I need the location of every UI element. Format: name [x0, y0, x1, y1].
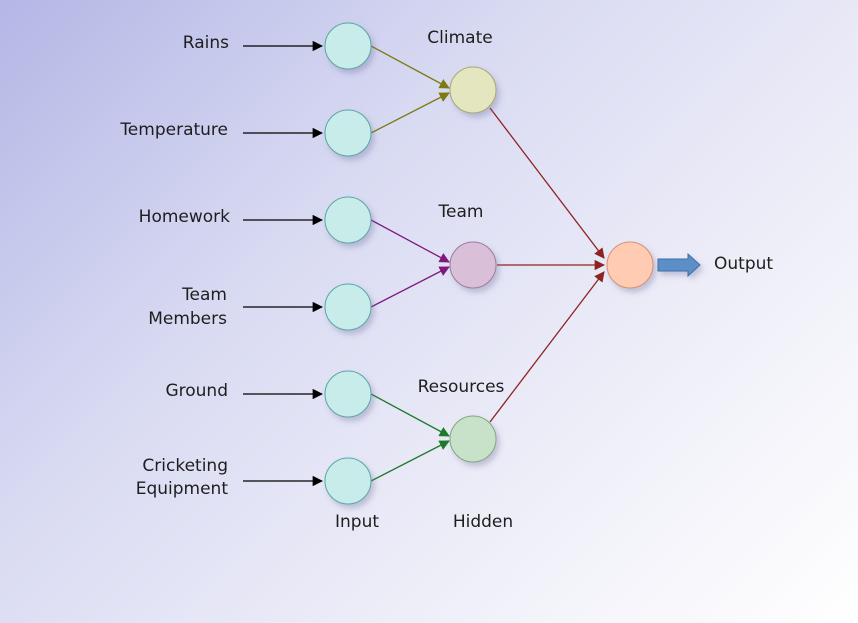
input-node-temperature [324, 109, 372, 157]
rains-climate-edge [370, 45, 450, 89]
hidden-layer [449, 66, 497, 463]
hidden-label-resources: Resources [418, 377, 505, 397]
temperature-climate-edge [370, 92, 450, 134]
input-label-cricketing-equipment-line1: Cricketing [142, 456, 228, 476]
input-label-temperature: Temperature [119, 120, 228, 140]
input-node-team-members [324, 283, 372, 331]
input-node-rains [324, 22, 372, 70]
hidden-output-edges [489, 107, 606, 423]
cricketing-equipment-resources-edge [370, 440, 450, 482]
output-label: Output [714, 254, 773, 274]
hidden-label-team: Team [438, 202, 484, 222]
layer-label-input: Input [335, 512, 379, 532]
input-label-team-members-line1: Team [181, 285, 227, 305]
ground-resources-edge [370, 393, 450, 437]
climate-output-edge [489, 107, 605, 259]
input-label-homework: Homework [139, 207, 230, 227]
hidden-node-climate [449, 66, 497, 114]
layer-label-hidden: Hidden [453, 512, 513, 532]
output-arrow [657, 252, 701, 278]
hidden-node-team [449, 241, 497, 289]
input-label-cricketing-equipment-line2: Equipment [136, 479, 229, 499]
output-node [606, 241, 654, 289]
input-layer [324, 22, 372, 505]
input-hidden-edges [370, 45, 450, 482]
input-node-homework [324, 196, 372, 244]
homework-team-edge [370, 219, 450, 263]
resources-output-edge [489, 271, 605, 423]
input-label-rains: Rains [183, 33, 229, 53]
input-node-ground [324, 370, 372, 418]
input-label-team-members-line2: Members [148, 309, 227, 329]
team-members-team-edge [370, 266, 450, 308]
input-arrows [243, 40, 324, 487]
input-label-ground: Ground [165, 381, 228, 401]
hidden-label-climate: Climate [427, 28, 492, 48]
hidden-node-resources [449, 415, 497, 463]
input-node-cricketing-equipment [324, 457, 372, 505]
